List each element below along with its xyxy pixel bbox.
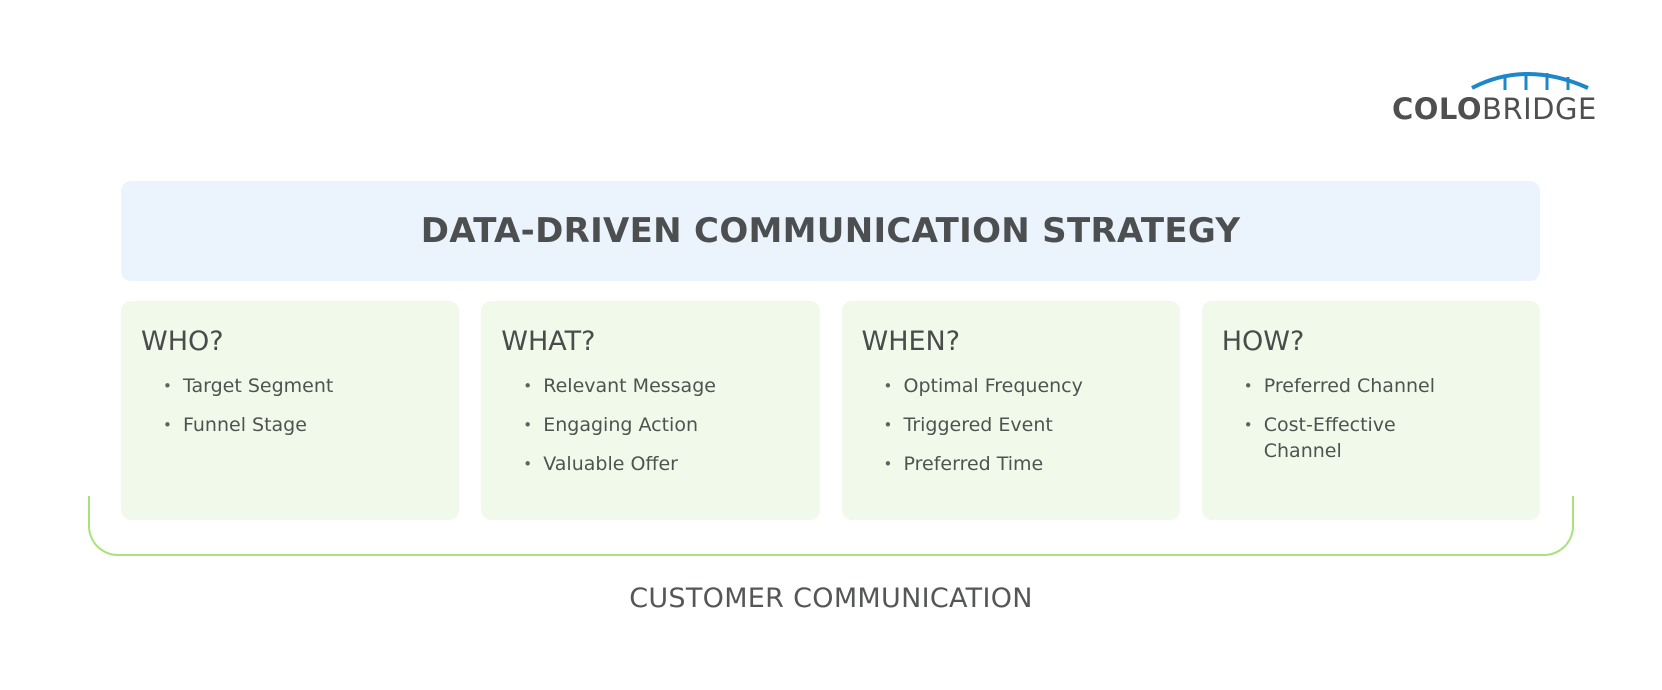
cards-row: WHO? Target Segment Funnel Stage WHAT? R…: [121, 301, 1540, 520]
card-list: Optimal Frequency Triggered Event Prefer…: [862, 373, 1160, 477]
card-title: WHO?: [141, 326, 224, 357]
card-what: WHAT? Relevant Message Engaging Action V…: [481, 301, 820, 520]
page-title: DATA-DRIVEN COMMUNICATION STRATEGY: [420, 211, 1241, 251]
customer-communication-label: CUSTOMER COMMUNICATION: [629, 583, 1033, 614]
strategy-header: DATA-DRIVEN COMMUNICATION STRATEGY: [121, 181, 1540, 281]
logo-wordmark: COLOBRIDGE: [1392, 92, 1597, 126]
customer-communication-bracket: [88, 496, 1574, 556]
card-title: HOW?: [1221, 326, 1305, 357]
card-list: Target Segment Funnel Stage: [141, 373, 439, 438]
list-item: Valuable Offer: [523, 451, 763, 477]
list-item: Preferred Time: [884, 451, 1124, 477]
logo-bold-text: COLO: [1392, 92, 1483, 126]
logo-regular-text: BRIDGE: [1482, 92, 1597, 126]
list-item: Target Segment: [163, 373, 403, 399]
card-title: WHEN?: [861, 326, 961, 357]
card-how: HOW? Preferred Channel Cost-Effective Ch…: [1201, 301, 1540, 520]
list-item: Preferred Channel: [1244, 373, 1484, 399]
colobridge-logo: COLOBRIDGE: [1392, 68, 1596, 128]
card-when: WHEN? Optimal Frequency Triggered Event …: [841, 301, 1180, 520]
card-who: WHO? Target Segment Funnel Stage: [121, 301, 460, 520]
bridge-arch-icon: [1471, 72, 1589, 90]
list-item: Engaging Action: [523, 412, 763, 438]
list-item: Relevant Message: [523, 373, 763, 399]
list-item: Triggered Event: [884, 412, 1124, 438]
card-list: Relevant Message Engaging Action Valuabl…: [501, 373, 799, 477]
list-item: Cost-Effective Channel: [1244, 412, 1414, 464]
list-item: Optimal Frequency: [884, 373, 1124, 399]
card-list: Preferred Channel Cost-Effective Channel: [1222, 373, 1520, 464]
card-title: WHAT?: [501, 326, 596, 357]
list-item: Funnel Stage: [163, 412, 403, 438]
